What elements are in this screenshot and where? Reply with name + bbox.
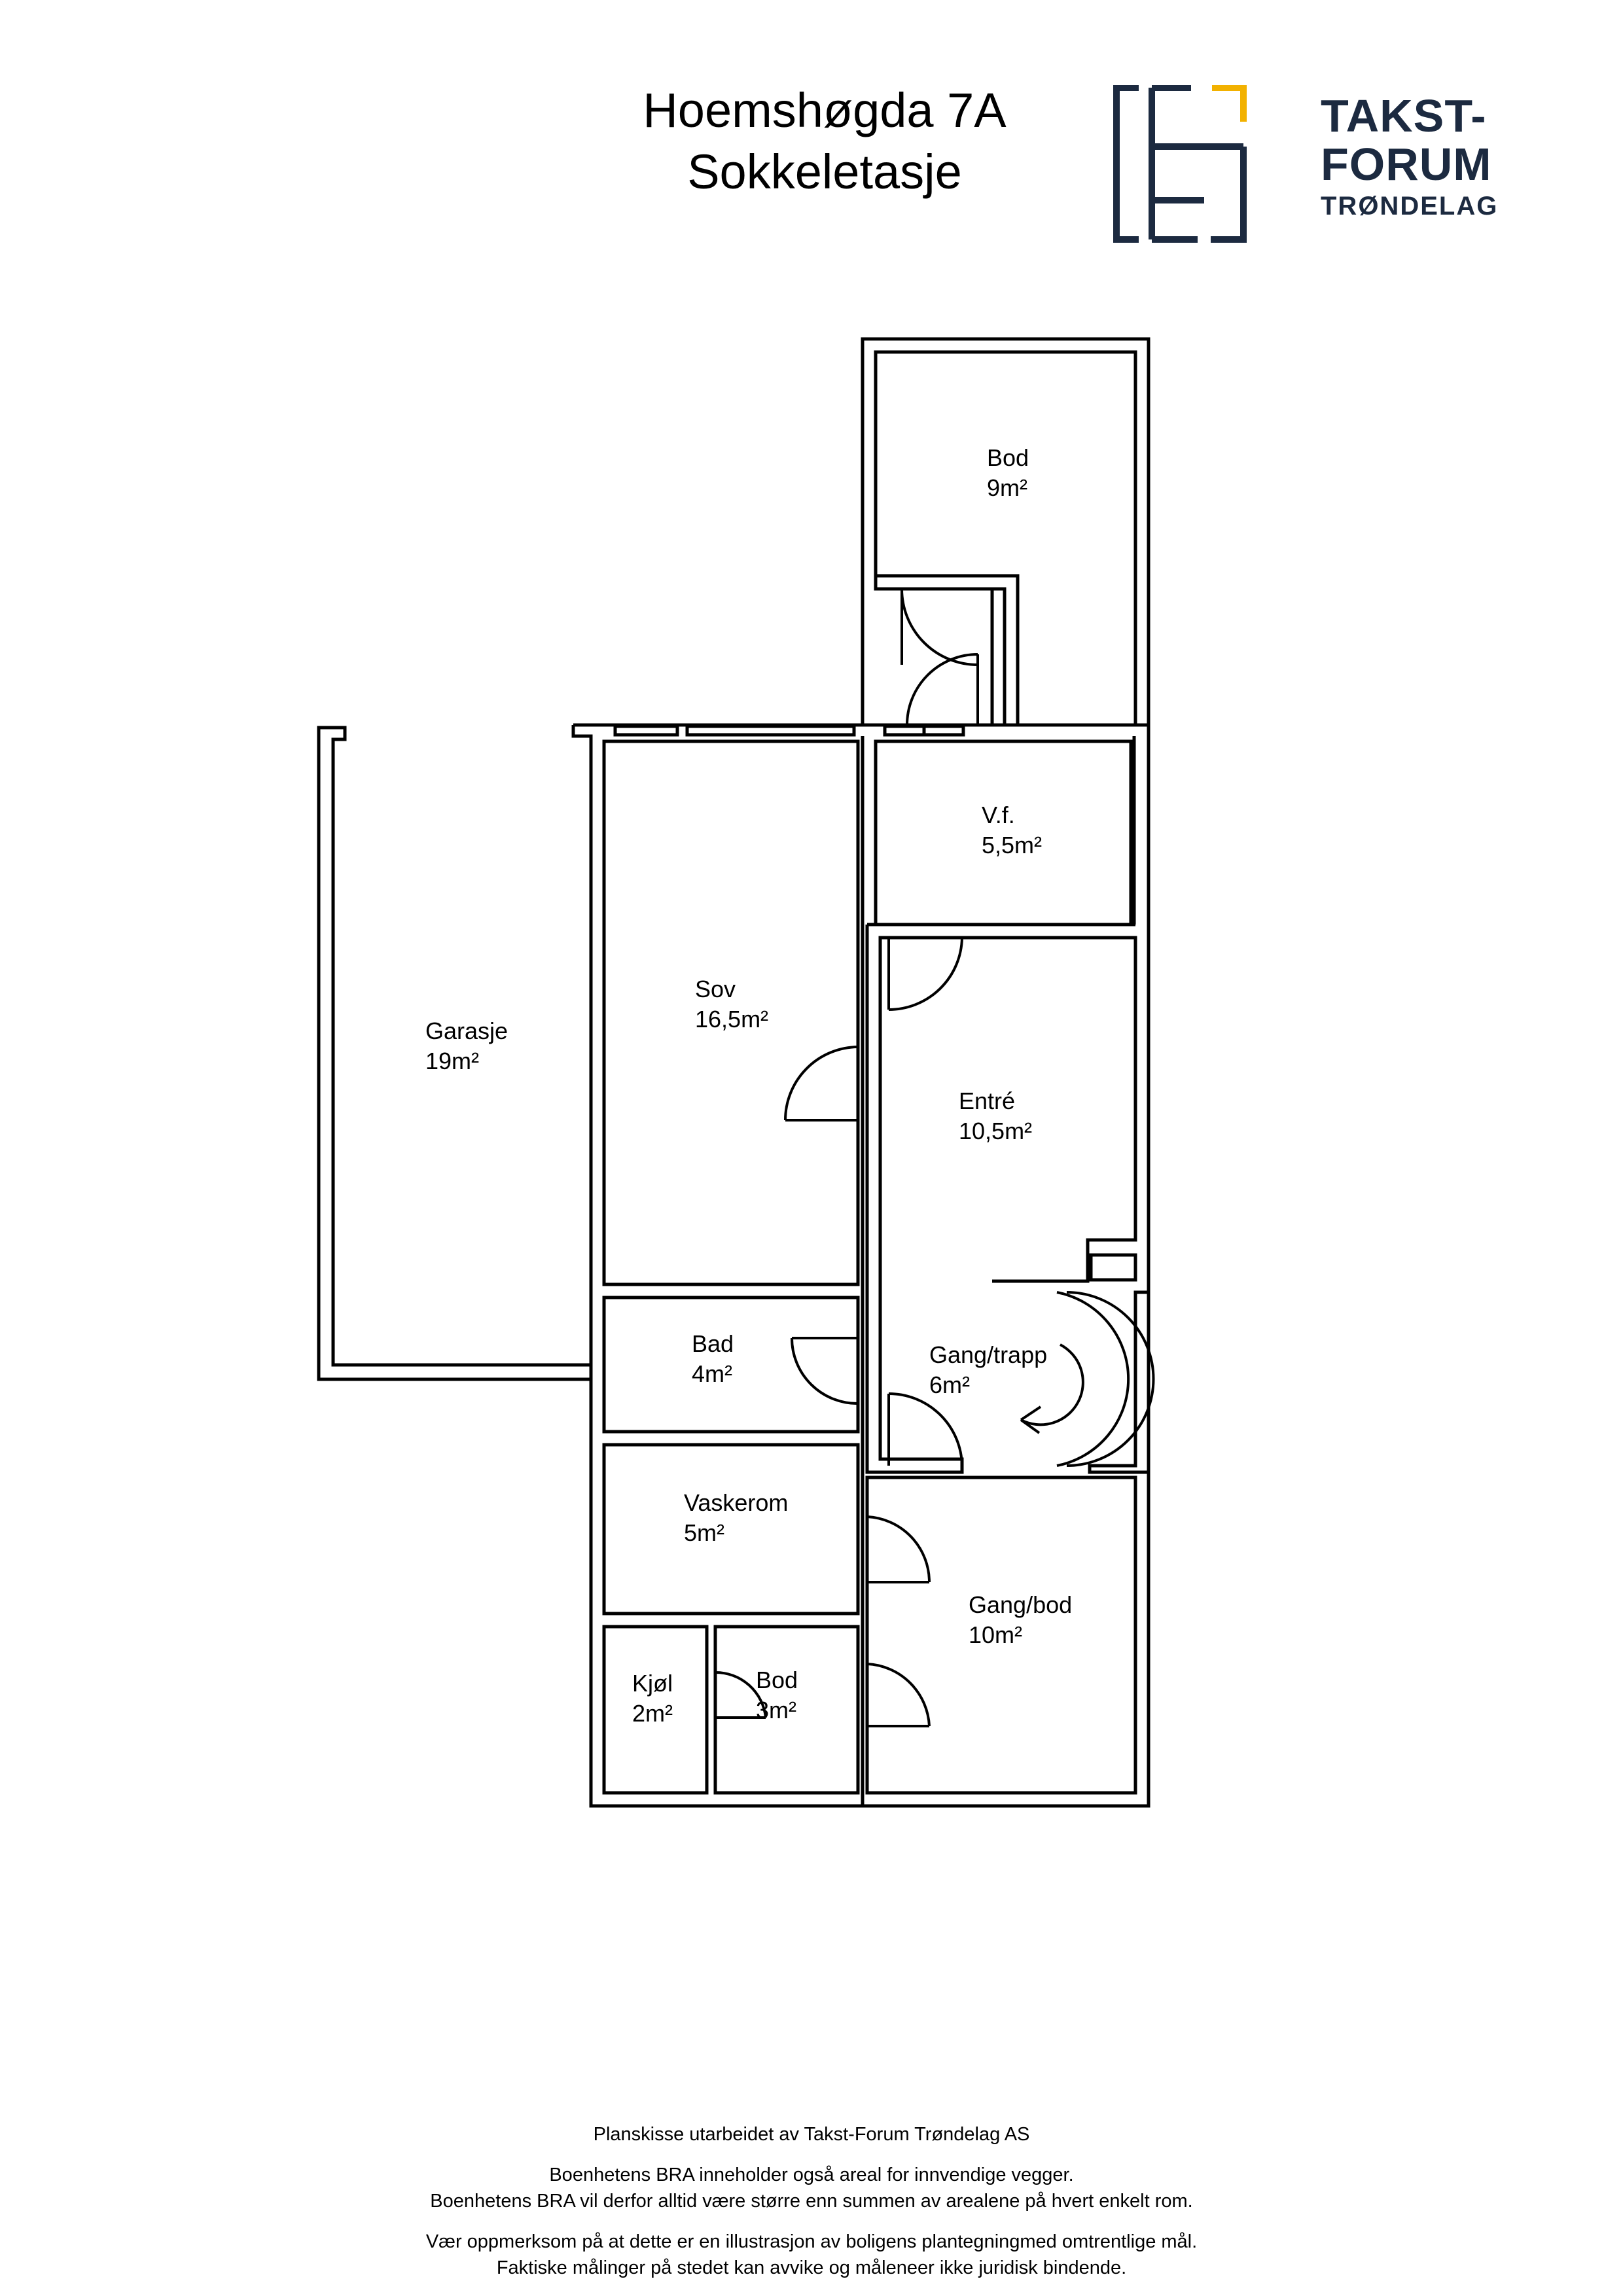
logo-mark-icon bbox=[1113, 85, 1247, 243]
room-bad-walls bbox=[602, 1296, 860, 1434]
label-bod-small-area: 3m² bbox=[756, 1697, 796, 1723]
room-kjol-walls bbox=[602, 1625, 709, 1795]
label-bad-area: 4m² bbox=[692, 1360, 732, 1387]
label-gang-bod-name: Gang/bod bbox=[969, 1591, 1072, 1618]
label-vaskerom-area: 5m² bbox=[684, 1519, 724, 1546]
address-title: Hoemshøgda 7A bbox=[643, 83, 1007, 137]
wall-bod-corridor bbox=[874, 576, 1007, 725]
room-vaskerom-walls bbox=[602, 1443, 860, 1616]
label-sov-name: Sov bbox=[695, 976, 736, 1002]
label-gang-trapp-name: Gang/trapp bbox=[929, 1341, 1047, 1368]
label-sov-area: 16,5m² bbox=[695, 1006, 768, 1033]
footer-line-3: Boenhetens BRA vil derfor alltid være st… bbox=[430, 2191, 1193, 2212]
label-kjol-area: 2m² bbox=[632, 1700, 673, 1727]
wall-garasje bbox=[317, 726, 591, 1381]
logo-wordmark: TAKST- FORUM TRØNDELAG bbox=[1321, 92, 1498, 222]
room-sov-walls bbox=[602, 739, 860, 1286]
label-vf-area: 5,5m² bbox=[982, 832, 1042, 858]
stair-box bbox=[1089, 1253, 1137, 1282]
label-bod-top-area: 9m² bbox=[987, 474, 1027, 501]
wall-main-outer bbox=[571, 725, 1150, 1808]
floor-title: Sokkeletasje bbox=[687, 145, 962, 199]
label-kjol-name: Kjøl bbox=[632, 1670, 673, 1697]
takst-forum-logo: TAKST- FORUM TRØNDELAG bbox=[1113, 85, 1518, 249]
room-entre-walls bbox=[865, 925, 1137, 1474]
room-bod-small-walls bbox=[713, 1625, 860, 1795]
window-3 bbox=[883, 724, 926, 737]
room-gangbod-walls bbox=[865, 1475, 1137, 1795]
window-1 bbox=[613, 724, 679, 737]
label-bad-name: Bad bbox=[692, 1330, 734, 1357]
window-2 bbox=[685, 724, 856, 737]
wall-bod-top-outer bbox=[861, 337, 1150, 730]
label-gang-trapp-area: 6m² bbox=[929, 1371, 970, 1398]
footer-line-1: Planskisse utarbeidet av Takst-Forum Trø… bbox=[593, 2124, 1030, 2145]
logo-line-1: TAKST- bbox=[1321, 90, 1487, 141]
label-gang-bod-area: 10m² bbox=[969, 1621, 1022, 1648]
label-bod-small-name: Bod bbox=[756, 1667, 798, 1693]
label-bod-top-name: Bod bbox=[987, 444, 1029, 471]
footer-line-4: Vær oppmerksom på at dette er en illustr… bbox=[425, 2231, 1198, 2252]
window-4 bbox=[922, 724, 965, 737]
logo-line-2: FORUM bbox=[1321, 139, 1492, 190]
label-entre-area: 10,5m² bbox=[959, 1118, 1032, 1144]
logo-line-3: TRØNDELAG bbox=[1321, 192, 1499, 221]
footer-line-5: Faktiske målinger på stedet kan avvike o… bbox=[496, 2257, 1127, 2278]
label-vaskerom-name: Vaskerom bbox=[684, 1489, 788, 1516]
footer-disclaimer: Planskisse utarbeidet av Takst-Forum Trø… bbox=[157, 2121, 1466, 2281]
label-vf-name: V.f. bbox=[982, 802, 1015, 828]
label-entre-name: Entré bbox=[959, 1087, 1015, 1114]
plan-title: Hoemshøgda 7A Sokkeletasje bbox=[497, 80, 1152, 203]
label-garasje-area: 19m² bbox=[425, 1048, 479, 1074]
footer-line-2: Boenhetens BRA inneholder også areal for… bbox=[549, 2164, 1074, 2185]
label-garasje-name: Garasje bbox=[425, 1017, 508, 1044]
